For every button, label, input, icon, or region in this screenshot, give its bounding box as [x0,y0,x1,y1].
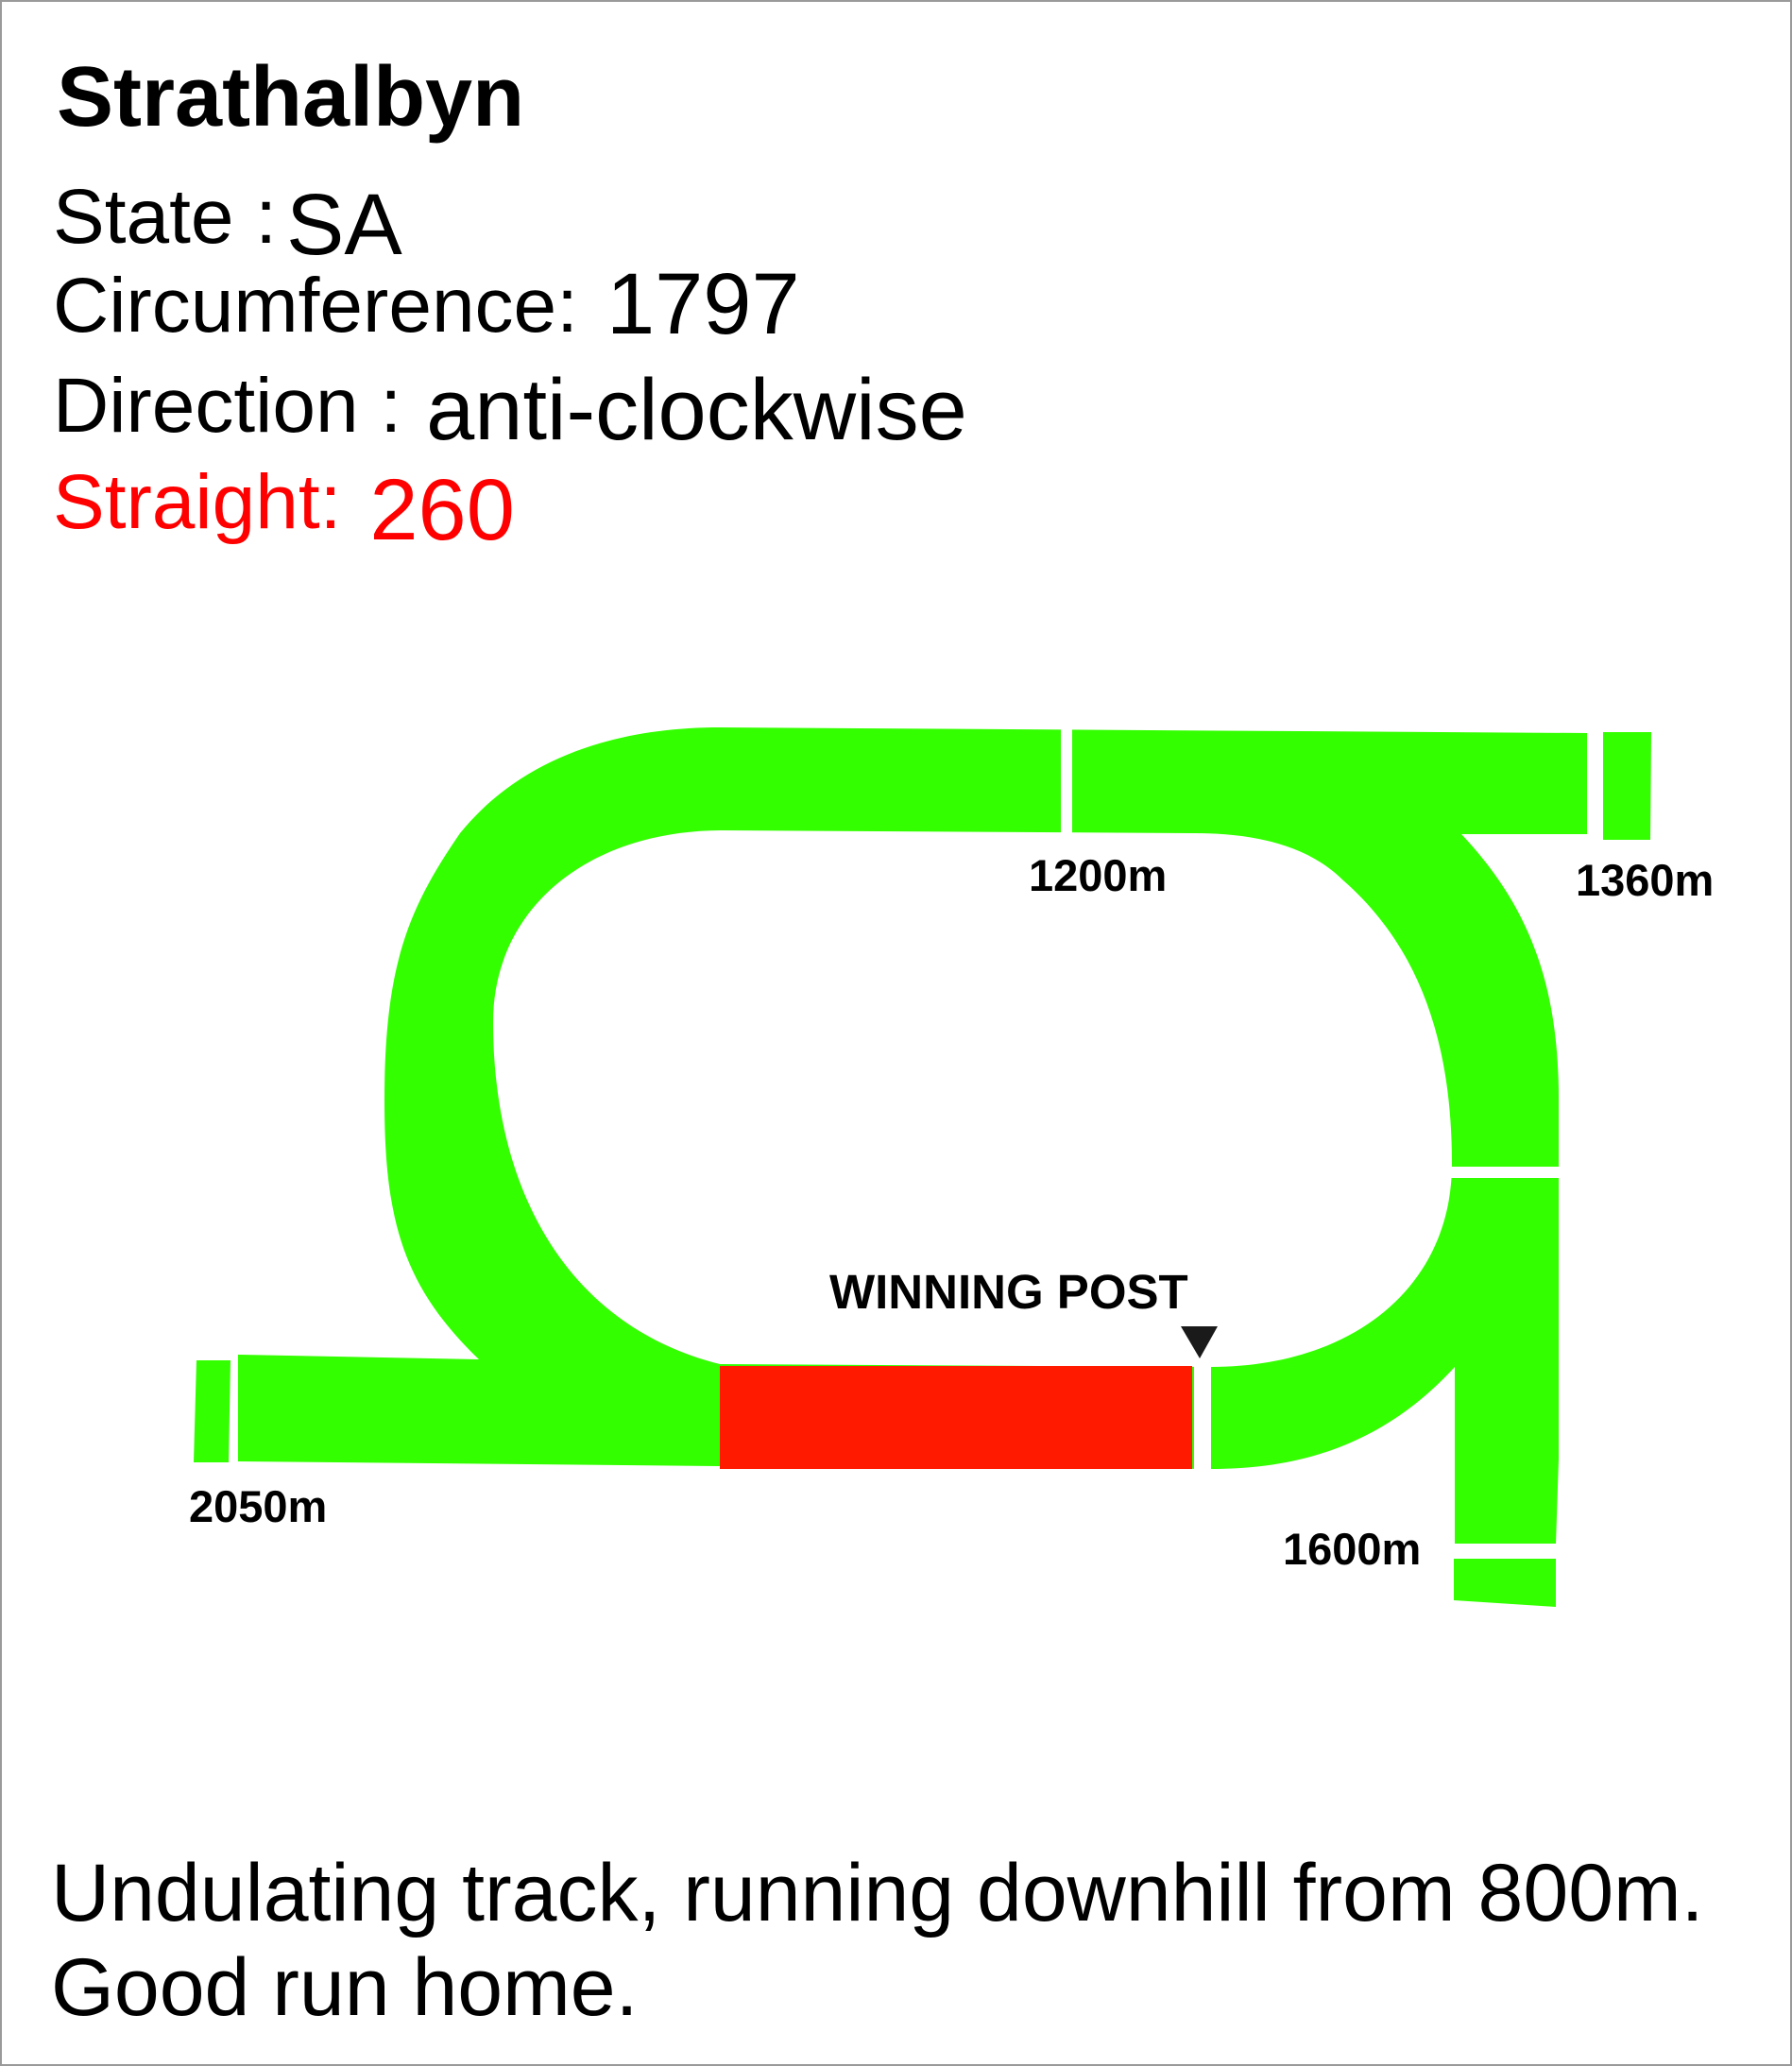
winning-post-label: WINNING POST [829,1265,1188,1319]
gate-gap-1600 [1442,1167,1570,1178]
description-line-2: Good run home. [51,1942,639,2033]
track-layout [194,720,1651,1607]
circumference-label: Circumference: [53,263,578,349]
state-label: State : [53,174,278,260]
gate-gap-1200 [1061,720,1072,843]
gate-gap-post [1194,1353,1211,1476]
home-straight [720,1366,1192,1469]
track-stub-2050 [194,1360,230,1462]
straight-value: 260 [369,462,515,558]
direction-label: Direction : [53,363,402,449]
straight-row: Straight: 260 [53,455,515,555]
direction-row: Direction :anti-clockwise [53,359,967,453]
distance-marker-1600: 1600m [1283,1524,1421,1574]
state-value: SA [286,177,402,273]
track-stub-1600 [1454,1559,1556,1607]
track-title: Strathalbyn [57,50,525,145]
state-row: State :SA [53,170,402,269]
circumference-value: 1797 [606,256,800,352]
track-oval [238,727,1587,1544]
direction-value: anti-clockwise [426,362,967,458]
distance-marker-2050: 2050m [189,1481,327,1531]
track-stub-1360 [1603,732,1651,840]
track-description: Undulating track, running downhill from … [51,1846,1770,2035]
circumference-row: Circumference: 1797 [53,259,800,349]
straight-label: Straight: [53,459,342,545]
distance-marker-1360: 1360m [1576,855,1714,905]
down-triangle-icon [1181,1326,1218,1358]
distance-marker-1200: 1200m [1029,850,1167,900]
description-line-1: Undulating track, running downhill from … [51,1848,1704,1938]
